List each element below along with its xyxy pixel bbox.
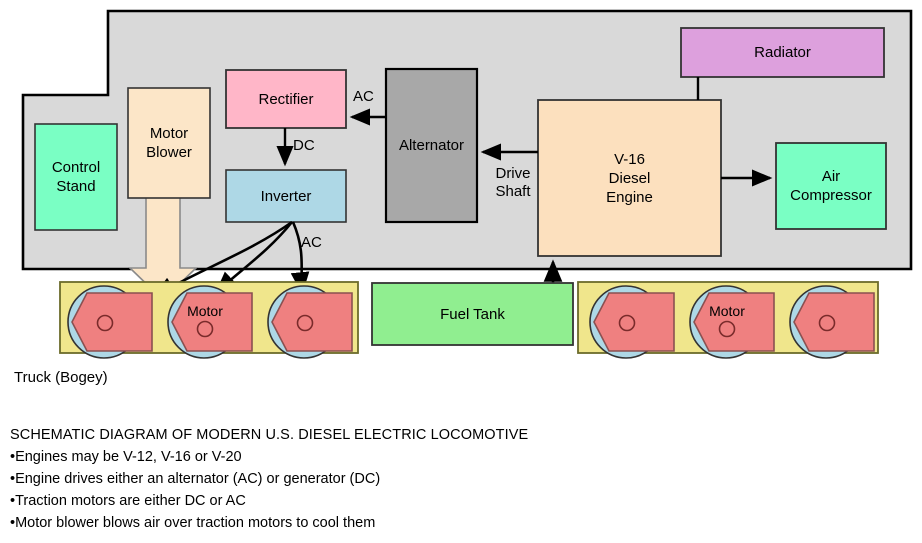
- fuel-tank-box: [371, 282, 574, 346]
- edge-label-drive-shaft: Drive Shaft: [495, 165, 531, 200]
- rear-motor-shaft-3: [818, 314, 836, 332]
- caption-bullet-4: •Motor blower blows air over traction mo…: [10, 515, 376, 531]
- air-compressor-box: [775, 142, 887, 230]
- front-motor-shaft-1: [96, 314, 114, 332]
- control-stand-box: [34, 123, 118, 231]
- front-motor-shaft-2: [196, 320, 214, 338]
- caption-block: SCHEMATIC DIAGRAM OF MODERN U.S. DIESEL …: [10, 424, 710, 534]
- caption-bullet-2: •Engine drives either an alternator (AC)…: [10, 471, 381, 487]
- caption-bullet-1: •Engines may be V-12, V-16 or V-20: [10, 449, 242, 465]
- alternator-box: [384, 67, 479, 224]
- diesel-engine-box: [537, 99, 722, 257]
- rear-motor-2: [693, 292, 775, 352]
- front-truck-assembly: [59, 281, 359, 359]
- rear-motor-2-label: Motor: [709, 303, 745, 319]
- rear-motor-shaft-2: [718, 320, 736, 338]
- caption-title: SCHEMATIC DIAGRAM OF MODERN U.S. DIESEL …: [10, 427, 529, 443]
- rear-motor-shaft-1: [618, 314, 636, 332]
- inverter-box: [225, 169, 347, 223]
- edge-label-ac-alternator: AC: [353, 88, 374, 105]
- rectifier-box: [225, 69, 347, 129]
- front-motor-shaft-3: [296, 314, 314, 332]
- truck-bogey-caption: Truck (Bogey): [14, 369, 108, 386]
- radiator-box: [680, 27, 885, 78]
- edge-label-dc: DC: [293, 137, 315, 154]
- rear-truck-assembly: [577, 281, 879, 359]
- caption-bullet-3: •Traction motors are either DC or AC: [10, 493, 246, 509]
- front-motor-2-label: Motor: [187, 303, 223, 319]
- front-motor-2: [171, 292, 253, 352]
- motor-blower-box: [127, 87, 211, 199]
- edge-label-ac-inverter: AC: [301, 234, 322, 251]
